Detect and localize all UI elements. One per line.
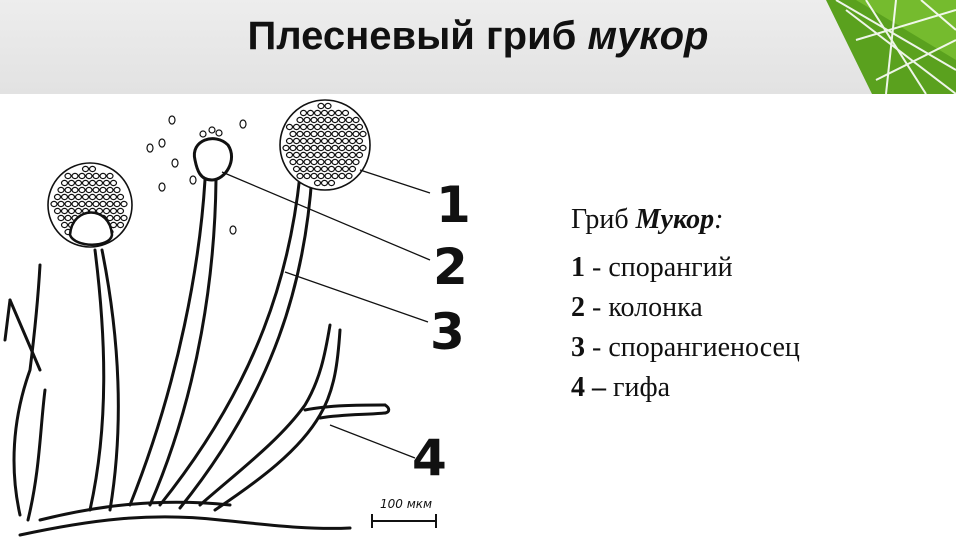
title-bar: Плесневый гриб мукор <box>0 0 956 94</box>
title-italic: мукор <box>587 14 709 58</box>
legend-item-sep: - <box>585 252 609 283</box>
mucor-illustration <box>3 99 437 537</box>
legend-item-text: гифа <box>613 372 671 403</box>
legend-item: 1 - спорангий <box>571 252 800 292</box>
legend-item: 2 - колонка <box>571 292 800 332</box>
label-3: 3 <box>430 303 465 361</box>
legend-item-num: 1 <box>571 252 585 283</box>
legend-head-plain: Гриб <box>571 204 636 235</box>
legend-item-sep: - <box>585 292 609 323</box>
scale-label: 100 мкм <box>380 497 433 511</box>
label-2: 2 <box>433 238 468 296</box>
legend-item: 4 – гифа <box>571 372 800 412</box>
legend-item-num: 3 <box>571 332 585 363</box>
legend-head-genus: Мукор <box>635 204 715 235</box>
legend-item-text: колонка <box>608 292 703 323</box>
legend: Гриб Мукор: 1 - спорангий 2 - колонка 3 … <box>571 204 800 412</box>
legend-item-sep: – <box>585 372 613 403</box>
green-corner-decoration <box>826 0 956 94</box>
legend-item-sep: - <box>585 332 609 363</box>
legend-item-num: 4 <box>571 372 585 403</box>
label-4: 4 <box>412 429 447 487</box>
legend-item-num: 2 <box>571 292 585 323</box>
label-1: 1 <box>436 176 471 234</box>
legend-heading: Гриб Мукор: <box>571 204 800 236</box>
slide-title: Плесневый гриб мукор <box>0 14 956 59</box>
legend-item: 3 - спорангиеносец <box>571 332 800 372</box>
legend-item-text: спорангиеносец <box>608 332 800 363</box>
legend-item-text: спорангий <box>608 252 733 283</box>
legend-head-colon: : <box>714 204 724 235</box>
title-plain: Плесневый гриб <box>247 14 588 58</box>
